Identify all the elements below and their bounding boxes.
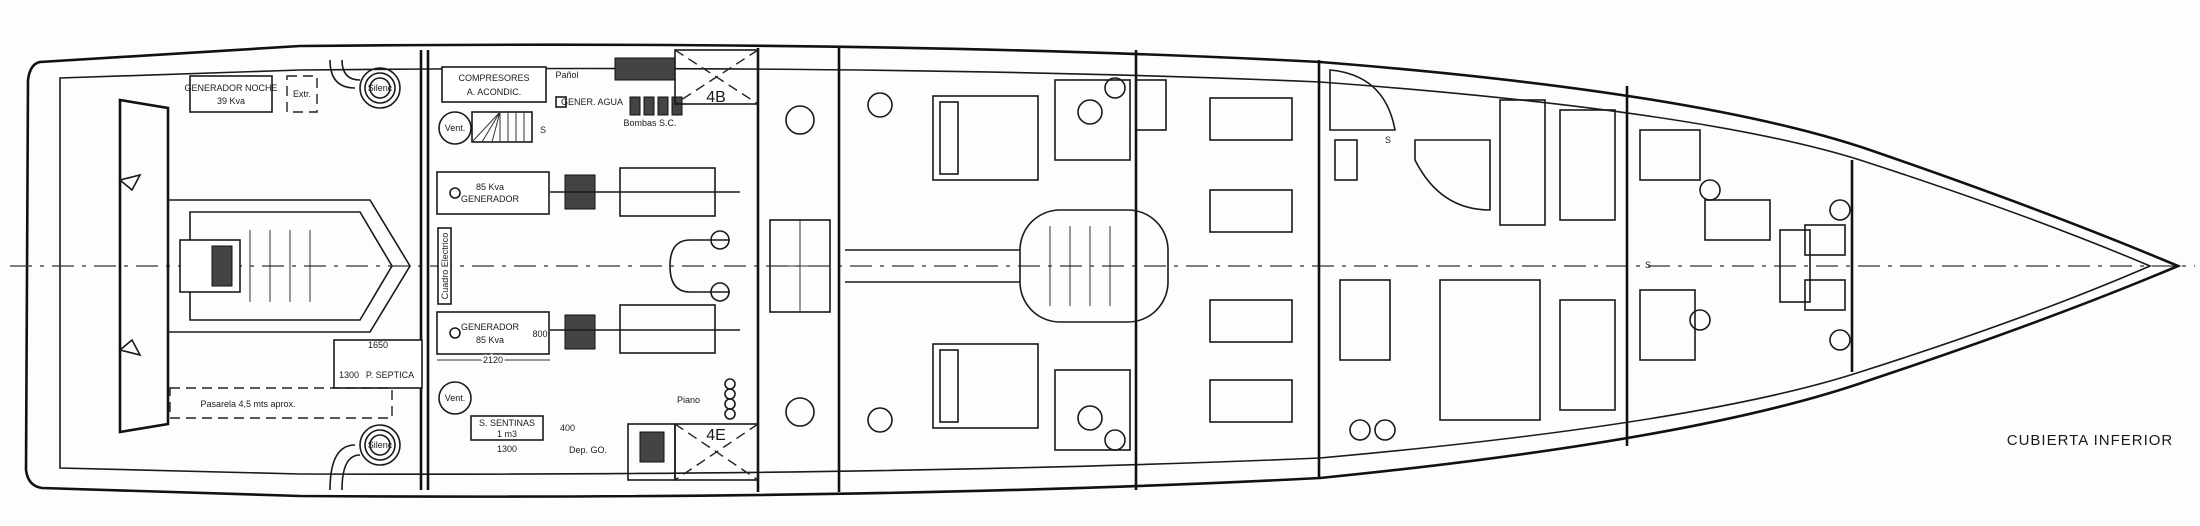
dep-go-label: Dep. GO. [569, 445, 607, 455]
gen1-kva-label: 85 Kva [476, 182, 504, 192]
hatch-4b-label: 4B [706, 89, 726, 106]
hull-outline [10, 43, 2195, 498]
piano-label: Piano [677, 395, 700, 405]
compresores: COMPRESORES A. ACONDIC. [441, 66, 547, 103]
sentinas-label: S. SENTINAS [479, 418, 535, 428]
generator-2: GENERADOR 85 Kva 800 2120 [436, 311, 550, 367]
extractor-label: Extr. [293, 89, 311, 99]
vent-top [438, 111, 472, 145]
silencer-bottom: Silenc [359, 424, 401, 466]
bombas-sc-label: Bombas S.C. [623, 118, 676, 128]
dim-400: 400 [560, 423, 575, 433]
cabin-twin-starboard [1104, 299, 1293, 451]
silencer-top-label: Silenc [368, 83, 393, 93]
silencer-bottom-label: Silenc [368, 440, 393, 450]
dim-1300-sentinas: 1300 [497, 444, 517, 454]
gener-agua-label: GENER. AGUA [561, 97, 623, 107]
silencer-top: Silenc [359, 67, 401, 109]
gangway-outline [169, 387, 393, 419]
septic-tank: 1650 1300 P. SEPTICA [333, 339, 423, 389]
vent-bottom-label: Vent. [445, 393, 466, 403]
bombas-sc: Bombas S.C. [614, 57, 683, 128]
generador-noche-kva: 39 Kva [217, 96, 245, 106]
drawing-title: CUBIERTA INFERIOR [2007, 432, 2173, 449]
hatch-4b: 4B [674, 49, 759, 106]
dim-1300-septica: 1300 [339, 370, 359, 380]
piano-valves [724, 378, 736, 420]
gen2-name-label: GENERADOR [461, 322, 520, 332]
panol-box [555, 96, 567, 108]
central-stairs [1019, 209, 1169, 323]
stairs-up-label-2: S [1385, 135, 1391, 145]
dim-1650: 1650 [368, 340, 388, 350]
cuadro-electrico: Cuadro Electrico [437, 227, 452, 305]
hatch-4e: 4E [674, 423, 759, 481]
gen1-name-label: GENERADOR [461, 194, 520, 204]
dim-800: 800 [532, 329, 547, 339]
compresores-label: COMPRESORES [458, 73, 529, 83]
septic-tank-label: P. SEPTICA [366, 370, 414, 380]
dim-2120: 2120 [483, 355, 503, 365]
generador-noche: GENERADOR NOCHE 39 Kva [184, 75, 278, 113]
vent-bottom [438, 381, 472, 415]
gangway-label: Pasarela 4,5 mts aprox. [200, 399, 295, 409]
crew-area [1329, 69, 1616, 441]
main-engines [550, 167, 740, 354]
engine-room-stairs [471, 111, 533, 143]
generador-noche-label: GENERADOR NOCHE [184, 83, 277, 93]
panol-label: Pañol [555, 70, 578, 80]
cuadro-electrico-label: Cuadro Electrico [440, 233, 450, 300]
fuel-tank [627, 423, 676, 481]
gen2-kva-label: 85 Kva [476, 335, 504, 345]
cabin-double-port [932, 79, 1131, 181]
sentinas-volume: 1 m3 [497, 429, 517, 439]
extractor-box [286, 75, 318, 113]
generator-1: 85 Kva GENERADOR [436, 171, 550, 215]
stairs-up-label-3: S [1645, 260, 1651, 270]
cabin-double-starboard [932, 343, 1131, 451]
bow-cabins [1639, 129, 1851, 361]
hatch-4e-label: 4E [706, 427, 726, 444]
stairs-up-label-1: S [540, 125, 546, 135]
sentinas-tank: S. SENTINAS 1 m3 400 1300 [470, 415, 575, 454]
cabin-twin-port [1104, 77, 1293, 233]
vent-top-label: Vent. [445, 123, 466, 133]
corridor-area [769, 92, 1020, 433]
a-acondic-label: A. ACONDIC. [467, 87, 522, 97]
tender-boat [118, 98, 411, 434]
